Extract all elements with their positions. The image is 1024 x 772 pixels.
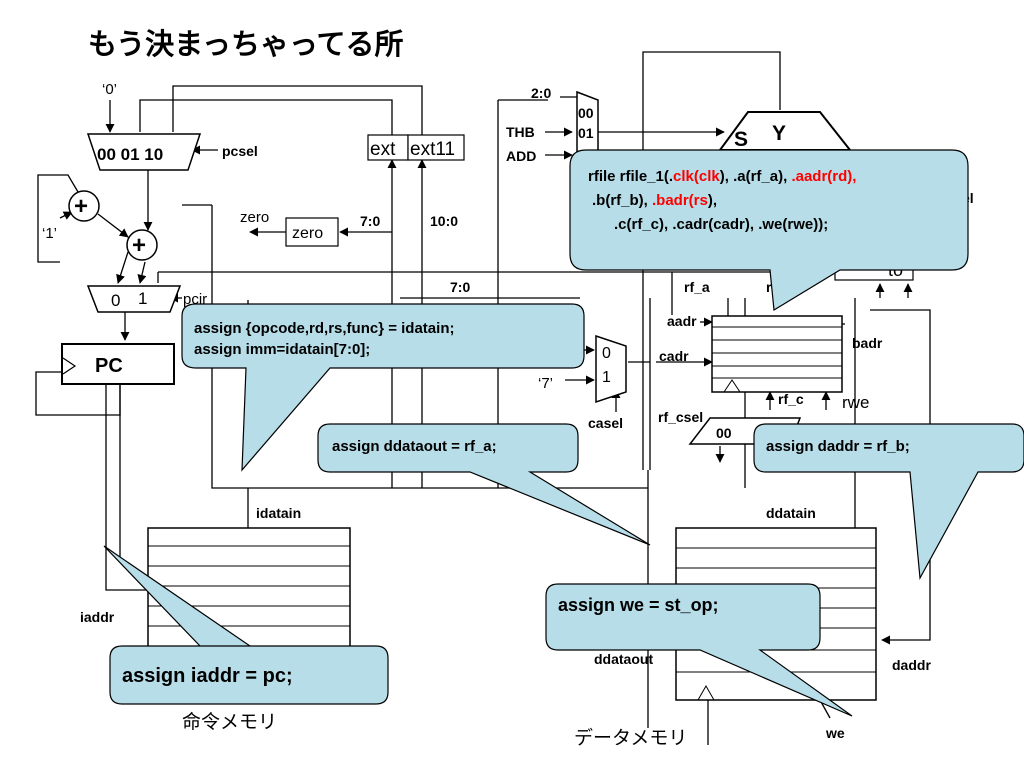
pc-mux-in1: 1 — [138, 289, 147, 308]
assign-opcode: assign {opcode,rd,rs,func} = idatain; — [194, 320, 454, 337]
callout-daddr: assign daddr = rf_b; — [753, 423, 1024, 581]
add-label: ADD — [506, 148, 536, 164]
iaddr-label: iaddr — [80, 609, 115, 625]
const-zero-label: ‘0’ — [102, 81, 117, 98]
daddr-label: daddr — [892, 657, 931, 673]
cadr-label: cadr — [659, 348, 689, 364]
pcsel-mux-inputs: 00 01 10 — [97, 145, 163, 164]
assign-daddr: assign daddr = rf_b; — [766, 438, 910, 455]
rf-csel-label: rf_csel — [658, 409, 703, 425]
bits-10-0: 10:0 — [430, 213, 458, 229]
callout-ddataout: assign ddataout = rf_a; — [317, 423, 651, 546]
callout-we: assign we = st_op; — [545, 583, 853, 717]
pc-mux-in0: 0 — [111, 291, 120, 310]
ext-label: ext — [370, 139, 396, 160]
adder-1: + — [68, 190, 100, 222]
rfile-text-5: .b(rf_b), — [592, 192, 652, 209]
svg-text:rfile rfile_1(.clk(clk), .a(rf: rfile rfile_1(.clk(clk), .a(rf_a), .aadr… — [588, 168, 856, 185]
csel-00: 00 — [716, 425, 732, 441]
badr-label: badr — [852, 335, 883, 351]
dmem-caption: データメモリ — [574, 727, 687, 749]
rfile-text-1: rfile rfile_1(. — [588, 168, 673, 185]
callout-opcode: assign {opcode,rd,rs,func} = idatain; as… — [181, 303, 585, 472]
pcsel-mux — [86, 133, 202, 171]
we-label: we — [825, 725, 845, 741]
callout-iaddr: assign iaddr = pc; — [103, 545, 389, 705]
cmux-0: 0 — [602, 345, 611, 362]
ext11-box — [407, 134, 465, 161]
ext11-label: ext11 — [410, 139, 455, 160]
const-one-label: ‘1’ — [42, 225, 57, 242]
assign-ddataout: assign ddataout = rf_a; — [332, 438, 497, 455]
pc-register — [61, 343, 175, 385]
ddataout-label: ddataout — [594, 651, 653, 667]
svg-text:.b(rf_b), .badr(rs),: .b(rf_b), .badr(rs), — [592, 192, 717, 209]
assign-iaddr: assign iaddr = pc; — [122, 665, 293, 687]
zero-box — [285, 217, 339, 247]
aadr-label: aadr — [667, 313, 697, 329]
callout-rfile: rfile rfile_1(.clk(clk), .a(rf_a), .aadr… — [569, 149, 969, 312]
pcsel-label: pcsel — [222, 143, 258, 159]
rfile-text-7: ), — [708, 192, 717, 209]
imem-caption: 命令メモリ — [182, 711, 277, 733]
assign-we: assign we = st_op; — [558, 595, 719, 615]
svg-text:+: + — [74, 193, 88, 220]
bits-7-0-b: 7:0 — [450, 279, 470, 295]
ext-box — [367, 134, 409, 161]
alu-s: S — [734, 128, 748, 151]
alumux-00: 00 — [578, 105, 594, 121]
rwe-label: rwe — [842, 393, 869, 412]
adder-2: + — [126, 229, 158, 261]
svg-text:+: + — [132, 232, 146, 259]
cadr-mux — [595, 334, 627, 404]
zero-box-label: zero — [292, 225, 323, 242]
rfile-aadr: .aadr(rd), — [791, 168, 856, 185]
register-file — [711, 315, 843, 393]
ddatain-label: ddatain — [766, 505, 816, 521]
thb-label: THB — [506, 124, 535, 140]
idatain-label: idatain — [256, 505, 301, 521]
rfile-text-8: .c(rf_c), .cadr(cadr), .we(rwe)); — [614, 216, 828, 233]
bits-7-0-a: 7:0 — [360, 213, 380, 229]
rf-c-label: rf_c — [778, 391, 804, 407]
pc-label: PC — [95, 355, 123, 377]
casel-label: casel — [588, 415, 623, 431]
rfile-clk: clk(clk — [673, 168, 720, 185]
zero-out-label: zero — [240, 209, 269, 226]
const-seven-label: ‘7’ — [538, 375, 553, 392]
wires — [35, 51, 931, 745]
alu-y: Y — [772, 122, 786, 145]
assign-imm: assign imm=idatain[7:0]; — [194, 341, 370, 358]
rf-a-label: rf_a — [684, 279, 710, 295]
rfile-badr: .badr(rs — [652, 192, 708, 209]
rfile-text-3: ), .a(rf_a), — [720, 168, 792, 185]
pc-mux — [86, 285, 182, 313]
instruction-memory — [147, 527, 351, 653]
slide-title: もう決まっちゃってる所 — [88, 28, 404, 61]
bits-2-0: 2:0 — [531, 85, 551, 101]
alumux-01: 01 — [578, 125, 594, 141]
cmux-1: 1 — [602, 369, 611, 386]
